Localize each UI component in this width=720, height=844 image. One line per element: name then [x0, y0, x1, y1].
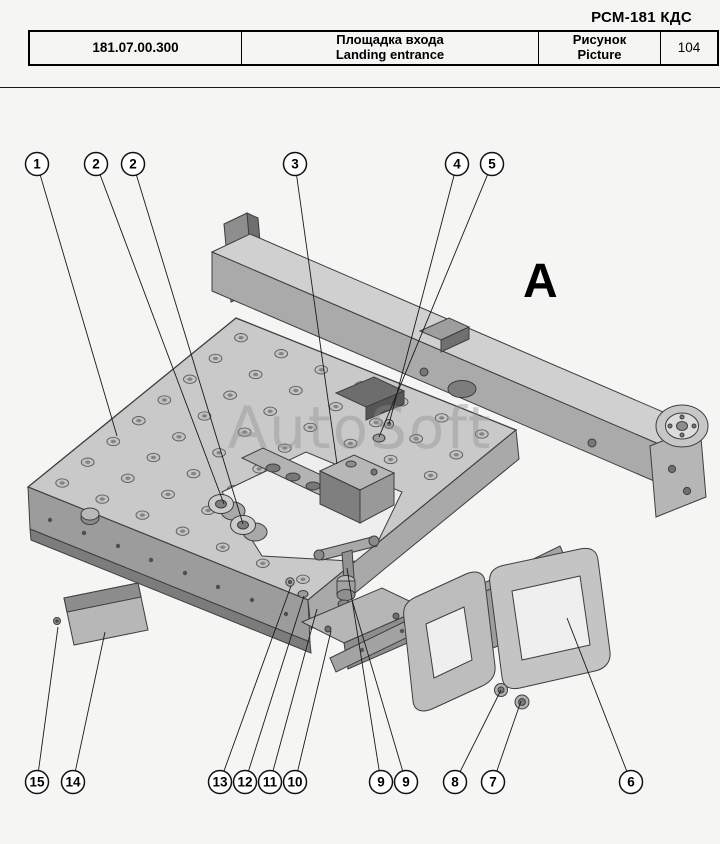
- figure-name-cell: Площадка входа Landing entrance: [241, 30, 539, 66]
- callout-4-4: 4: [388, 151, 470, 425]
- callout-12-9: 12: [232, 595, 305, 795]
- svg-text:9: 9: [377, 775, 385, 790]
- roller-pair: [208, 494, 268, 542]
- svg-text:13: 13: [212, 775, 228, 790]
- figure-header-table: 181.07.00.300 Площадка входа Landing ent…: [28, 30, 719, 66]
- cover-plate: [63, 582, 149, 646]
- mount-bracket: [334, 376, 406, 421]
- callout-6-16: 6: [566, 617, 644, 795]
- deck-rivets: [47, 517, 289, 617]
- gearbox-block: [318, 454, 396, 524]
- fastener-bolt: [285, 577, 309, 598]
- pulley-wheel: [655, 404, 709, 448]
- svg-text:3: 3: [291, 157, 299, 172]
- callout-7-15: 7: [480, 700, 522, 795]
- step-bracket: [403, 547, 611, 712]
- svg-text:6: 6: [627, 775, 635, 790]
- screw: [53, 617, 61, 625]
- header-divider-line: [0, 87, 720, 88]
- callout-10-11: 10: [282, 630, 332, 795]
- svg-text:1: 1: [33, 157, 41, 172]
- svg-text:8: 8: [451, 775, 459, 790]
- svg-text:7: 7: [489, 775, 497, 790]
- svg-text:4: 4: [453, 157, 461, 172]
- latch-handle: [313, 535, 380, 581]
- callout-9-13: 9: [351, 599, 419, 795]
- svg-text:9: 9: [402, 775, 410, 790]
- svg-text:11: 11: [263, 775, 278, 790]
- svg-text:2: 2: [129, 157, 137, 172]
- svg-text:14: 14: [65, 775, 81, 790]
- callout-14-7: 14: [60, 631, 106, 795]
- svg-text:5: 5: [488, 157, 496, 172]
- callout-3-3: 3: [282, 151, 338, 465]
- document-title: РСМ-181 КДС: [591, 9, 692, 26]
- view-label: A: [523, 255, 558, 308]
- figure-name-en: Landing entrance: [335, 46, 445, 62]
- main-frame-beam: [210, 212, 707, 518]
- watermark: AutoSoft: [227, 394, 492, 462]
- svg-text:15: 15: [29, 775, 45, 790]
- part-number-cell: 181.07.00.300: [28, 30, 242, 66]
- figure-label-en: Picture: [577, 46, 622, 62]
- callout-13-8: 13: [207, 585, 292, 795]
- callout-8-14: 8: [442, 689, 502, 795]
- figure-name-ru: Площадка входа: [336, 32, 444, 47]
- callout-15-6: 15: [24, 626, 59, 795]
- figure-number-cell: 104: [660, 30, 719, 66]
- callout-2-2: 2: [120, 151, 244, 525]
- callout-2-1: 2: [83, 151, 225, 505]
- drawing-parts: [26, 212, 709, 712]
- callout-11-10: 11: [257, 608, 318, 795]
- figure-label-cell: Рисунок Picture: [538, 30, 661, 66]
- callout-1-0: 1: [24, 151, 118, 437]
- svg-text:12: 12: [237, 775, 252, 790]
- svg-text:10: 10: [287, 775, 302, 790]
- callout-5-5: 5: [378, 151, 505, 438]
- svg-text:2: 2: [92, 157, 100, 172]
- figure-label-ru: Рисунок: [572, 32, 627, 47]
